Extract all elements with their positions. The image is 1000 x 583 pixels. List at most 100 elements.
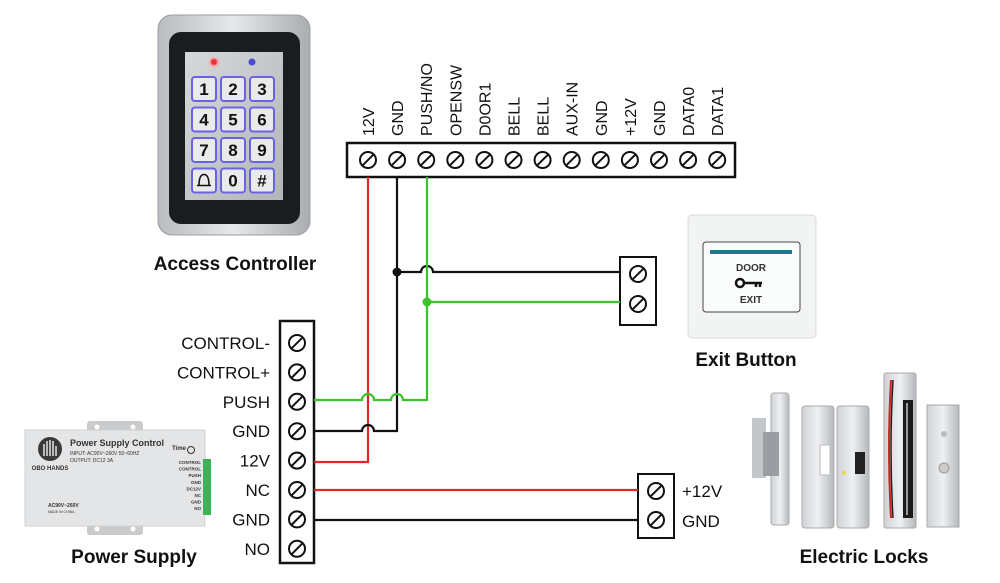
- svg-text:5: 5: [228, 111, 237, 130]
- keypad-key-4: 4: [191, 106, 217, 133]
- controller-terminal-label: DATA0: [681, 87, 698, 136]
- junction-black: [392, 267, 402, 277]
- key-icon: [734, 277, 762, 289]
- ps-terminal-label: PUSH: [223, 393, 270, 412]
- ps-terminal-label: NO: [245, 540, 271, 559]
- keypad-key-5: 5: [220, 106, 246, 133]
- ps-mini-terminal-label: GND: [191, 500, 202, 505]
- exit-button-terminal-block: [619, 256, 657, 326]
- svg-text:9: 9: [257, 141, 266, 160]
- ps-mini-terminal-label: CONTROL: [179, 467, 201, 472]
- screw-terminal-icon: [359, 151, 377, 169]
- screw-terminal-icon: [446, 151, 465, 169]
- screw-terminal-icon: [288, 451, 306, 470]
- svg-text:7: 7: [199, 141, 208, 160]
- screw-terminal-icon: [533, 151, 552, 169]
- keypad-key-8: 8: [220, 137, 246, 163]
- lock-label-gnd: GND: [682, 512, 720, 531]
- ps-mini-terminal-label: NO: [194, 506, 201, 511]
- wire-red-12v: [314, 177, 370, 464]
- screw-terminal-icon: [288, 510, 306, 529]
- screw-terminal-icon: [417, 151, 436, 169]
- controller-terminal-label: AUX-IN: [565, 82, 582, 136]
- controller-terminal-label: GND: [390, 100, 407, 136]
- wire-black-exit: [397, 264, 620, 274]
- controller-terminal-label: D0OR1: [477, 83, 494, 136]
- blue-led-icon: [248, 58, 256, 66]
- ps-title: Power Supply Control: [70, 438, 164, 448]
- wire-green-push: [314, 177, 429, 402]
- keypad-key-1: 1: [191, 76, 217, 102]
- controller-terminal-label: PUSH/NO: [419, 63, 436, 136]
- ps-mini-terminal-label: DC12V: [186, 486, 201, 491]
- ps-terminal-label: CONTROL+: [177, 363, 270, 382]
- controller-terminal-label: BELL: [507, 97, 524, 136]
- screw-terminal-icon: [629, 295, 647, 313]
- power-supply-caption: Power Supply: [71, 547, 197, 568]
- ps-terminal-label: CONTROL-: [181, 334, 270, 353]
- keypad-key-7: 7: [191, 137, 217, 163]
- electric-locks-image: [752, 372, 960, 529]
- exit-button-device: DOOR EXIT: [687, 214, 817, 339]
- keypad-key-bell: [191, 167, 217, 194]
- keypad-key-0: 0: [220, 167, 246, 194]
- ps-made-in: MADE IN CHINA: [48, 510, 75, 514]
- controller-terminal-label: 12V: [361, 107, 378, 136]
- ps-rating: AC90V~260V: [48, 503, 79, 509]
- ps-input: INPUT: AC90V~260V 50~60HZ: [70, 451, 140, 457]
- lock-terminal-block: +12V GND: [637, 473, 723, 539]
- ps-terminal-label: GND: [232, 510, 270, 529]
- keypad-key-2: 2: [220, 76, 246, 102]
- access-controller-caption: Access Controller: [154, 254, 317, 275]
- ps-mini-terminal-label: NC: [195, 493, 202, 498]
- controller-terminal-label: OPENSW: [448, 64, 465, 136]
- controller-terminal-label: GND: [594, 100, 611, 136]
- controller-terminal-label: GND: [652, 100, 669, 136]
- screw-terminal-icon: [591, 151, 610, 169]
- screw-terminal-icon: [288, 539, 306, 558]
- svg-text:0: 0: [228, 172, 237, 191]
- ps-mini-terminal-label: CONTROL: [179, 460, 201, 465]
- controller-terminal-label: DATA1: [710, 87, 727, 136]
- ps-mini-terminal-label: GND: [191, 480, 202, 485]
- svg-text:3: 3: [257, 80, 266, 99]
- bell-icon: [197, 173, 211, 187]
- screw-terminal-icon: [562, 151, 581, 169]
- svg-text:6: 6: [257, 111, 266, 130]
- keypad-key-6: 6: [249, 106, 275, 133]
- screw-terminal-icon: [288, 481, 306, 499]
- svg-text:8: 8: [228, 141, 237, 160]
- keypad-key-3: 3: [249, 76, 275, 102]
- screw-terminal-icon: [388, 151, 407, 169]
- screw-terminal-icon: [288, 422, 306, 441]
- screw-terminal-icon: [708, 151, 727, 169]
- ps-mini-terminal-label: PUSH: [188, 473, 201, 478]
- ps-brand: OBO HANDS: [32, 466, 69, 472]
- exit-button-caption: Exit Button: [695, 350, 796, 371]
- door-label: DOOR: [736, 263, 767, 274]
- wires: [314, 177, 638, 522]
- wire-black-gnd: [314, 177, 399, 433]
- screw-terminal-icon: [288, 334, 306, 352]
- ps-time: Time: [172, 446, 187, 452]
- lock-label-12v: +12V: [682, 482, 723, 501]
- junction-green: [422, 297, 432, 307]
- red-led-icon: [209, 57, 219, 67]
- screw-terminal-icon: [620, 151, 639, 169]
- svg-text:2: 2: [228, 80, 237, 99]
- screw-terminal-icon: [679, 151, 698, 169]
- electric-locks-caption: Electric Locks: [800, 547, 929, 568]
- keypad-key-hash: #: [249, 167, 275, 194]
- screw-terminal-icon: [288, 392, 306, 411]
- screw-terminal-icon: [647, 482, 665, 500]
- ps-terminal-label: NC: [245, 481, 270, 500]
- screw-terminal-icon: [647, 511, 665, 529]
- svg-text:4: 4: [199, 111, 209, 130]
- screw-terminal-icon: [629, 265, 647, 283]
- svg-text:1: 1: [199, 80, 208, 99]
